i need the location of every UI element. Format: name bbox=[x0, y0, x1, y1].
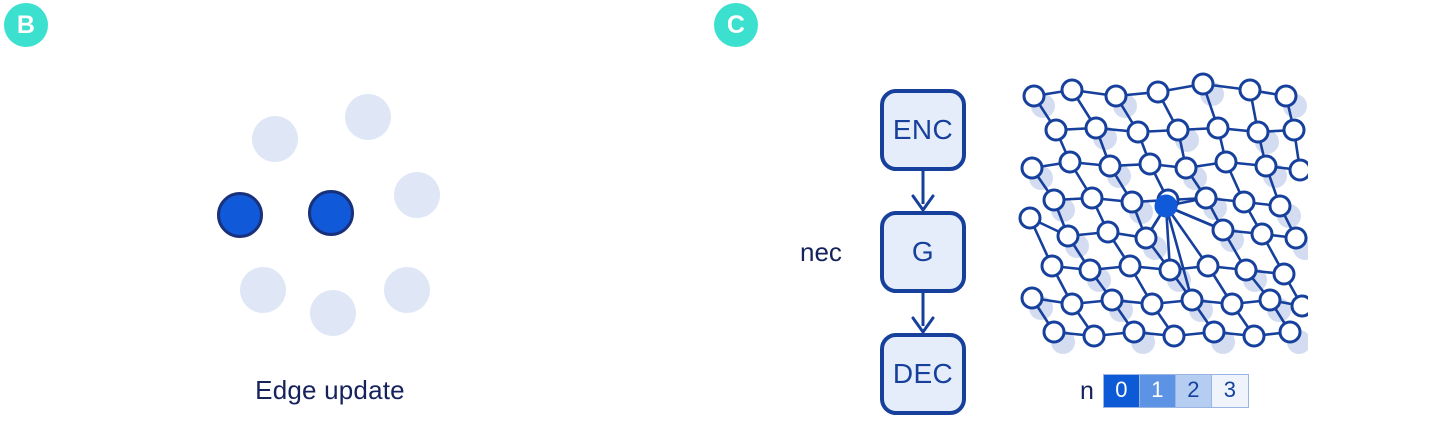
graph-node[interactable] bbox=[1288, 158, 1308, 182]
ring-node-top[interactable] bbox=[252, 116, 298, 162]
pipeline-box-enc[interactable]: ENC bbox=[880, 89, 966, 171]
graph-node[interactable] bbox=[1246, 120, 1270, 144]
graph-node[interactable] bbox=[1242, 324, 1266, 348]
graph-node[interactable] bbox=[1202, 320, 1226, 344]
graph-node[interactable] bbox=[1158, 258, 1182, 282]
graph-node[interactable] bbox=[1082, 324, 1106, 348]
graph-node[interactable] bbox=[1134, 226, 1158, 250]
graph-node[interactable] bbox=[1284, 226, 1308, 250]
graph-node[interactable] bbox=[1214, 150, 1238, 174]
graph-node[interactable] bbox=[1278, 320, 1302, 344]
graph-node[interactable] bbox=[1162, 324, 1186, 348]
ring-node-center-left[interactable] bbox=[217, 192, 263, 238]
graph-node[interactable] bbox=[1180, 288, 1204, 312]
graph-node[interactable] bbox=[1238, 78, 1262, 102]
nec-label: nec bbox=[800, 237, 842, 267]
graph-node[interactable] bbox=[1022, 84, 1046, 108]
graph-node[interactable] bbox=[1098, 154, 1122, 178]
graph-node[interactable] bbox=[1268, 194, 1292, 218]
graph-node[interactable] bbox=[1196, 254, 1220, 278]
graph-node[interactable] bbox=[1084, 116, 1108, 140]
graph-node-layer bbox=[1018, 72, 1308, 348]
graph-node[interactable] bbox=[1232, 190, 1256, 214]
panel-badge-b: B bbox=[4, 3, 48, 47]
graph-network bbox=[1018, 72, 1308, 354]
graph-node[interactable] bbox=[1042, 320, 1066, 344]
ring-node-bottom-left[interactable] bbox=[240, 267, 286, 313]
graph-node[interactable] bbox=[1254, 154, 1278, 178]
legend-cell-2[interactable]: 2 bbox=[1175, 375, 1212, 407]
graph-node[interactable] bbox=[1211, 218, 1235, 242]
edge-update-caption: Edge update bbox=[255, 375, 405, 405]
legend-symbol-n: n bbox=[1080, 376, 1094, 405]
graph-node[interactable] bbox=[1044, 118, 1068, 142]
graph-node[interactable] bbox=[1234, 258, 1258, 282]
graph-node[interactable] bbox=[1250, 222, 1274, 246]
graph-node[interactable] bbox=[1146, 80, 1170, 104]
ring-node-bottom-right[interactable] bbox=[384, 267, 430, 313]
graph-node[interactable] bbox=[1191, 72, 1215, 96]
ring-node-center[interactable] bbox=[308, 190, 354, 236]
arrow-g-to-dec bbox=[911, 290, 935, 334]
graph-node[interactable] bbox=[1100, 288, 1124, 312]
graph-node[interactable] bbox=[1194, 186, 1218, 210]
ring-node-right[interactable] bbox=[394, 172, 440, 218]
legend-cell-1[interactable]: 1 bbox=[1139, 375, 1176, 407]
graph-node[interactable] bbox=[1290, 294, 1308, 318]
graph-node[interactable] bbox=[1118, 254, 1142, 278]
ring-node-top-right[interactable] bbox=[345, 94, 391, 140]
graph-node[interactable] bbox=[1018, 206, 1042, 230]
graph-node[interactable] bbox=[1042, 188, 1066, 212]
ring-node-bottom[interactable] bbox=[310, 290, 356, 336]
graph-node[interactable] bbox=[1060, 292, 1084, 316]
graph-node[interactable] bbox=[1056, 224, 1080, 248]
panel-b: B Edge update bbox=[0, 0, 700, 446]
graph-node[interactable] bbox=[1122, 320, 1146, 344]
graph-node[interactable] bbox=[1104, 84, 1128, 108]
graph-node[interactable] bbox=[1166, 118, 1190, 142]
legend-cell-0[interactable]: 0 bbox=[1103, 375, 1140, 407]
graph-node[interactable] bbox=[1282, 118, 1306, 142]
graph-ghost-layer bbox=[1029, 82, 1308, 354]
graph-node[interactable] bbox=[1258, 288, 1282, 312]
pipeline-box-g[interactable]: G bbox=[880, 211, 966, 293]
graph-node[interactable] bbox=[1040, 254, 1064, 278]
legend-cell-3[interactable]: 3 bbox=[1211, 375, 1248, 407]
graph-node[interactable] bbox=[1274, 84, 1298, 108]
graph-node[interactable] bbox=[1220, 292, 1244, 316]
graph-node[interactable] bbox=[1096, 220, 1120, 244]
graph-node-highlighted[interactable] bbox=[1154, 194, 1178, 218]
pipeline-box-dec[interactable]: DEC bbox=[880, 333, 966, 415]
graph-node[interactable] bbox=[1272, 262, 1296, 286]
graph-node[interactable] bbox=[1058, 150, 1082, 174]
arrow-enc-to-g bbox=[911, 168, 935, 212]
graph-node[interactable] bbox=[1126, 120, 1150, 144]
graph-node[interactable] bbox=[1174, 156, 1198, 180]
graph-node[interactable] bbox=[1078, 258, 1102, 282]
graph-node[interactable] bbox=[1138, 152, 1162, 176]
graph-node[interactable] bbox=[1120, 190, 1144, 214]
graph-node[interactable] bbox=[1080, 186, 1104, 210]
graph-node[interactable] bbox=[1140, 292, 1164, 316]
panel-badge-c: C bbox=[714, 3, 758, 47]
graph-node[interactable] bbox=[1060, 78, 1084, 102]
graph-node[interactable] bbox=[1020, 156, 1044, 180]
graph-node[interactable] bbox=[1206, 116, 1230, 140]
graph-node[interactable] bbox=[1020, 286, 1044, 310]
